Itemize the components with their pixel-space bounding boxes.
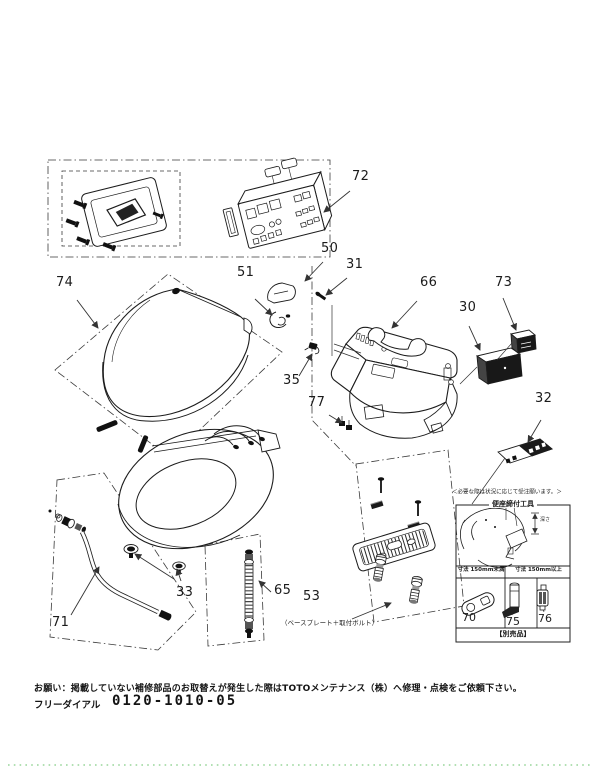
service-notice: お願い：掲載していない補修部品のお取替えが発生した際はTOTOメンテナンス（株）… <box>34 684 522 694</box>
lid-drawing <box>102 287 253 422</box>
tool-75-drawing <box>502 582 520 618</box>
part-77-drawing <box>339 416 352 430</box>
part-label-70: 70 <box>462 611 476 624</box>
switch-board-32-drawing <box>497 438 553 464</box>
order-box-col-over150: 寸法 150mm以上 <box>515 567 562 573</box>
remote-control-drawing <box>222 157 333 249</box>
tool-70-drawing <box>461 592 495 616</box>
wrench-66-drawing <box>367 327 427 357</box>
base-plate-53-drawing <box>352 477 436 604</box>
seat-ring-drawing <box>117 425 281 550</box>
main-unit-drawing <box>330 326 458 439</box>
part-label-74: 74 <box>56 275 74 290</box>
order-box-sold-separately: 【別売品】 <box>495 630 531 638</box>
part-label-76: 76 <box>538 612 552 625</box>
part-label-33: 33 <box>176 585 194 600</box>
part-label-75: 75 <box>506 615 520 628</box>
tool-76-drawing <box>536 584 549 611</box>
free-dial-label: フリーダイアル <box>34 700 101 711</box>
order-info-illustration <box>459 506 539 568</box>
clip-51-drawing <box>269 311 291 328</box>
order-box-header: ＜必要な際は状況に応じて受注願います。＞ <box>452 488 562 496</box>
label-arrows <box>70 190 542 620</box>
lid-damper-strips <box>96 420 149 453</box>
part-73-drawing <box>510 329 537 355</box>
part-label-31: 31 <box>346 257 364 272</box>
part-label-32: 32 <box>535 391 553 406</box>
base-plate-note: （ベースプレート＋取付ボルト） <box>281 619 379 627</box>
part-label-71: 71 <box>52 615 70 630</box>
part-label-66: 66 <box>420 275 438 290</box>
order-box-dim-label: 深さ <box>540 517 551 523</box>
order-box-tool-title: 便座締付工具 <box>489 500 537 509</box>
part-label-53: 53 <box>303 589 321 604</box>
part-label-73: 73 <box>495 275 513 290</box>
remote-holder-drawing <box>65 177 167 252</box>
part-35-drawing <box>304 342 320 355</box>
screw-31-drawing <box>315 291 327 301</box>
order-box-col-under150: 寸法 150mm未満 <box>457 567 505 573</box>
bracket-50-drawing <box>267 282 296 304</box>
phone-number: 0120-1010-05 <box>112 693 238 709</box>
hose-65-drawing <box>244 549 254 638</box>
remote-holder-subbox <box>61 170 181 247</box>
part-label-72: 72 <box>352 169 370 184</box>
part-label-51: 51 <box>237 265 255 280</box>
part-label-50: 50 <box>321 241 339 256</box>
part-label-30: 30 <box>459 300 477 315</box>
part-label-65: 65 <box>274 583 292 598</box>
part-label-35: 35 <box>283 373 301 388</box>
part-label-77: 77 <box>308 395 326 410</box>
deodorizer-30-drawing <box>475 347 523 385</box>
